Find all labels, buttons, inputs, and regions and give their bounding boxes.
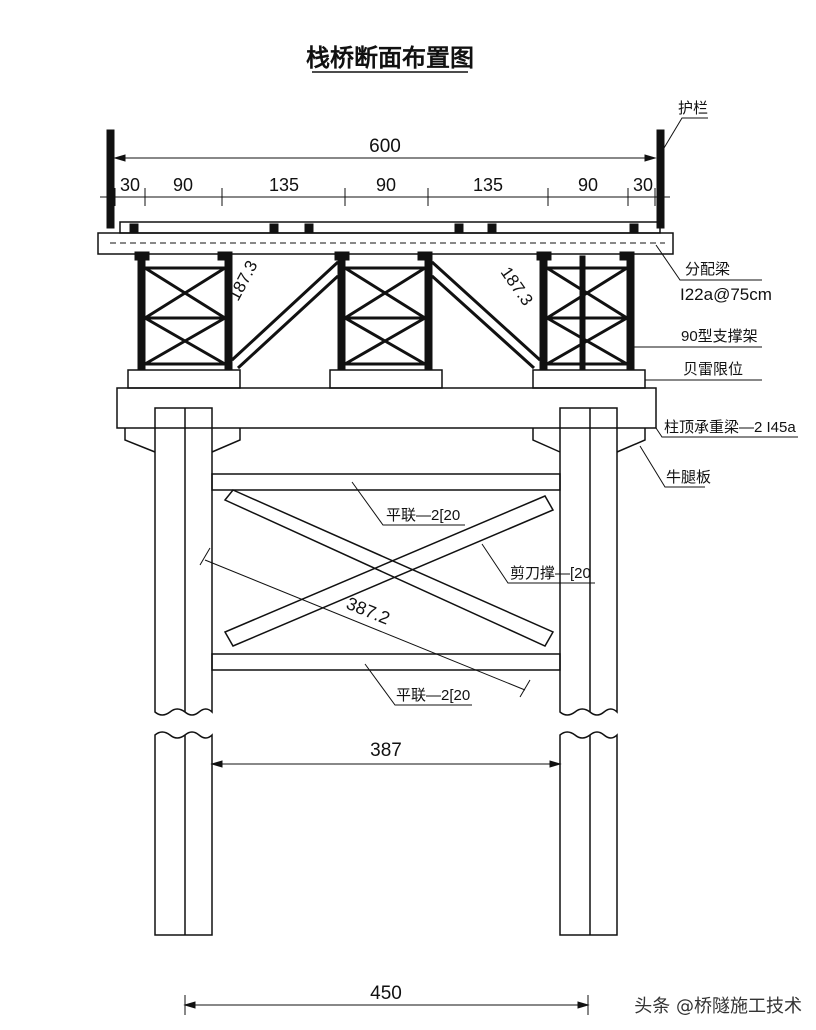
dim-pile-spacing: 450	[370, 983, 402, 1004]
diagonal-struts	[230, 260, 542, 370]
callouts: 护栏 分配梁 I22a@75cm 90型支撑架 贝雷限位 柱顶承重梁—2 I45…	[351, 100, 798, 706]
horizontal-braces	[211, 473, 561, 671]
dim-seg-1: 30	[120, 175, 140, 195]
scissor-braces	[223, 489, 555, 647]
label-bailey-stop: 贝雷限位	[683, 361, 743, 378]
dim-seg-3: 135	[269, 175, 299, 195]
tower-left	[134, 251, 233, 371]
label-scissor-brace: 剪刀撑—[20	[510, 565, 591, 582]
dim-seg-5: 135	[473, 175, 503, 195]
base-blocks	[127, 369, 646, 389]
dim-diagonal-right: 187.3	[497, 263, 537, 309]
dim-pile-clear: 387	[370, 740, 402, 761]
label-corbel: 牛腿板	[666, 468, 711, 486]
corbels	[124, 428, 646, 453]
label-support-frame: 90型支撑架	[681, 328, 758, 345]
label-horizontal-brace-bottom: 平联—2[20	[396, 687, 470, 704]
dim-seg-4: 90	[376, 175, 396, 195]
label-railing: 护栏	[678, 100, 708, 117]
dim-total-width: 600	[369, 136, 401, 157]
dim-387-2: 387.2	[199, 547, 531, 698]
dim-seg-6: 90	[578, 175, 598, 195]
label-cap-beam: 柱顶承重梁—2 I45a	[664, 419, 796, 436]
deck	[97, 221, 674, 255]
dim-387: 387	[210, 740, 562, 768]
dim-450: 450	[183, 983, 590, 1015]
label-distribution-beam-spec: I22a@75cm	[680, 285, 772, 304]
label-distribution-beam: 分配梁	[685, 261, 730, 278]
drawing-title: 栈桥断面布置图	[306, 44, 474, 72]
tower-right	[536, 251, 635, 371]
segment-dimensions: 30 90 135 90 135 90 30	[100, 175, 670, 206]
watermark: 头条 @桥隧施工技术	[634, 996, 802, 1017]
dim-brace-diagonal: 387.2	[344, 593, 393, 628]
dim-seg-7: 30	[633, 175, 653, 195]
tower-middle	[334, 251, 433, 371]
label-horizontal-brace-top: 平联—2[20	[386, 507, 460, 524]
piles	[154, 407, 618, 936]
dim-seg-2: 90	[173, 175, 193, 195]
dimension-600: 600	[113, 136, 657, 162]
cap-beam	[116, 387, 657, 429]
support-towers: 187.3 187.3	[127, 251, 646, 389]
